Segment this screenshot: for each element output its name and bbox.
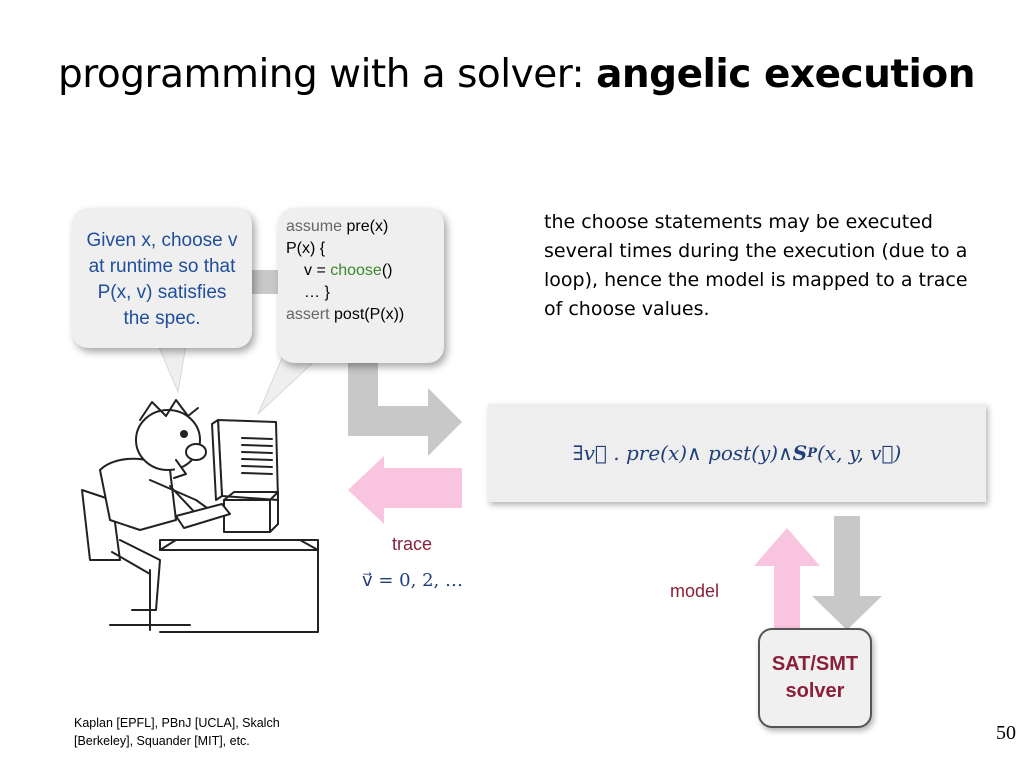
trace-label: trace bbox=[392, 534, 433, 554]
code-choose-line: v = choose() bbox=[286, 260, 444, 282]
trace-value: v⃗ = 0, 2, … bbox=[362, 570, 463, 591]
thought-bubble: Given x, choose v at runtime so that P(x… bbox=[72, 208, 252, 348]
slide-title: programming with a solver: angelic execu… bbox=[58, 52, 975, 97]
code-to-formula-arrow bbox=[348, 362, 462, 456]
formula-prefix: ∃v⃗ . pre(x)∧ post(y)∧ bbox=[572, 441, 793, 465]
formula-to-solver-arrow bbox=[812, 516, 882, 630]
assume-keyword: assume bbox=[286, 218, 343, 235]
code-bubble: assume pre(x) P(x) { v = choose() … } as… bbox=[278, 208, 444, 363]
left-bubble-tail bbox=[157, 344, 187, 394]
title-emphasis: angelic execution bbox=[596, 52, 975, 97]
assert-keyword: assert bbox=[286, 306, 330, 323]
solver-box: SAT/SMT solver bbox=[758, 628, 872, 728]
formula-s: S bbox=[792, 441, 808, 465]
model-arrow bbox=[754, 528, 820, 636]
choose-parens: () bbox=[381, 262, 393, 279]
bubble-line-3: P(x, v) satisfies bbox=[97, 282, 227, 303]
assert-argument: post(P(x)) bbox=[334, 306, 405, 323]
code-assume-line: assume pre(x) bbox=[286, 216, 444, 238]
formula-s-subscript: P bbox=[807, 445, 817, 461]
bubble-line-4: the spec. bbox=[123, 308, 201, 329]
title-main: programming with a solver: bbox=[58, 52, 585, 97]
choose-keyword: choose bbox=[330, 262, 382, 279]
code-bubble-tail bbox=[257, 357, 320, 415]
bubble-line-2: at runtime so that bbox=[88, 256, 236, 277]
code-close-line: … } bbox=[304, 284, 330, 301]
bubble-connector bbox=[250, 270, 280, 294]
code-function-line: P(x) { bbox=[286, 240, 326, 257]
programmer-illustration bbox=[81, 399, 319, 633]
assignment-text: v = bbox=[304, 262, 331, 279]
model-label: model bbox=[670, 581, 720, 601]
code-assert-line: assert post(P(x)) bbox=[286, 304, 444, 326]
citation: Kaplan [EPFL], PBnJ [UCLA], Skalch [Berk… bbox=[74, 714, 344, 750]
formula-suffix: (x, y, v⃗) bbox=[816, 441, 902, 465]
citation-line-2: [Berkeley], Squander [MIT], etc. bbox=[74, 734, 250, 748]
trace-arrow bbox=[348, 456, 462, 524]
solver-line-2: solver bbox=[785, 680, 845, 702]
description-text: the choose statements may be executed se… bbox=[544, 211, 968, 320]
page-number: 50 bbox=[996, 722, 1016, 744]
assume-argument: pre(x) bbox=[346, 218, 389, 235]
solver-line-1: SAT/SMT bbox=[771, 653, 859, 675]
bubble-line-1: Given x, choose v bbox=[86, 230, 238, 251]
citation-line-1: Kaplan [EPFL], PBnJ [UCLA], Skalch bbox=[74, 716, 280, 730]
